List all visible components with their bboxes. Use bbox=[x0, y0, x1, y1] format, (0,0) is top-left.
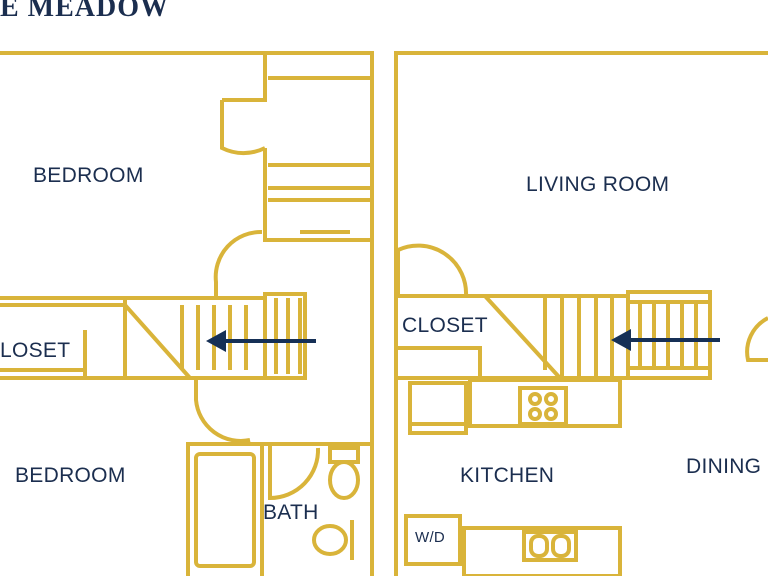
stair-arrow-icon bbox=[206, 330, 316, 352]
stair-arrow-icon bbox=[611, 329, 720, 351]
label-washer-dryer: W/D bbox=[415, 529, 446, 546]
label-closet-lower: CLOSET bbox=[402, 314, 488, 337]
label-dining: DINING bbox=[686, 455, 762, 478]
floor-plan-title: E MEADOW bbox=[0, 0, 169, 23]
lower-floor-walls bbox=[394, 51, 768, 576]
upper-floor-walls bbox=[0, 51, 374, 576]
label-closet-upper: LOSET bbox=[0, 339, 71, 362]
label-bath: BATH bbox=[263, 501, 319, 524]
label-living-room: LIVING ROOM bbox=[526, 173, 670, 196]
label-bedroom-top: BEDROOM bbox=[33, 164, 144, 187]
label-bedroom-bottom: BEDROOM bbox=[15, 464, 126, 487]
label-kitchen: KITCHEN bbox=[460, 464, 555, 487]
